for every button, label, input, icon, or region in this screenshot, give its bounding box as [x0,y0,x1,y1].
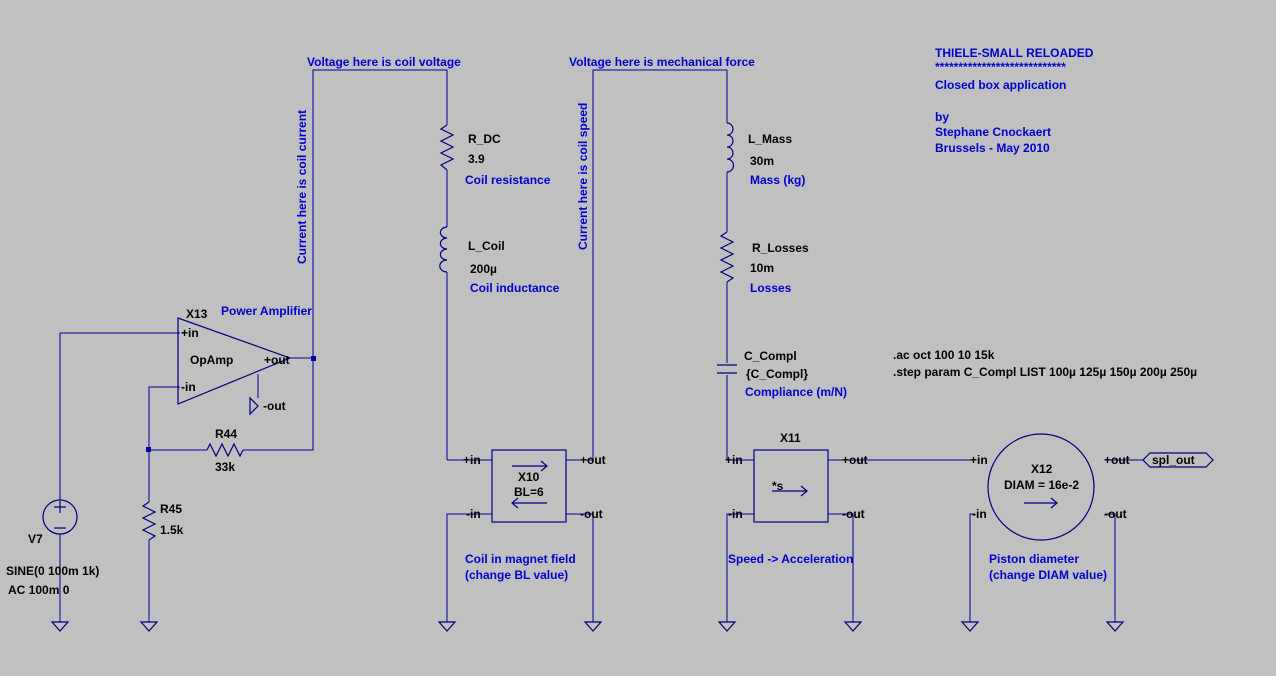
subtitle: Closed box application [935,78,1066,92]
ground-symbol [437,621,457,632]
c-compl-value: {C_Compl} [746,367,808,381]
x10-pin-out-n: -out [580,507,603,521]
compliance-label: Compliance (m/N) [745,385,847,399]
junction-dot [146,447,151,452]
ground-symbol [717,621,737,632]
l-coil-value: 200µ [470,262,497,276]
block-x12[interactable] [987,433,1095,541]
r44-name: R44 [215,427,237,441]
x12-pin-out-n: -out [1104,507,1127,521]
place-date: Brussels - May 2010 [935,141,1050,155]
x13-name: X13 [186,307,208,321]
coil-voltage-annotation: Voltage here is coil voltage [307,55,461,69]
l-mass-name: L_Mass [748,132,792,146]
v7-value2: AC 100m 0 [8,583,70,597]
block-x10[interactable] [491,449,567,523]
ground-symbol [960,621,980,632]
junction-dot [311,356,316,361]
x10-pin-in-n: -in [466,507,481,521]
x12-param: DIAM = 16e-2 [1004,478,1079,492]
x10-name: X10 [518,470,540,484]
ground-symbol [583,621,603,632]
mech-force-annotation: Voltage here is mechanical force [569,55,755,69]
inductor-l-mass[interactable] [726,122,735,173]
r-dc-value: 3.9 [468,152,485,166]
v7-value1: SINE(0 100m 1k) [6,564,99,578]
ground-symbol [50,621,70,632]
title: THIELE-SMALL RELOADED [935,46,1094,60]
power-amp-label: Power Amplifier [221,304,312,318]
x10-param: BL=6 [514,485,544,499]
r44-value: 33k [215,460,235,474]
step-directive[interactable]: .step param C_Compl LIST 100µ 125µ 150µ … [893,365,1197,379]
net-label-text: spl_out [1152,453,1195,467]
l-coil-name: L_Coil [468,239,505,253]
resistor-r-losses[interactable] [719,231,735,283]
r-dc-name: R_DC [468,132,501,146]
r-losses-name: R_Losses [752,241,809,255]
coil-speed-annotation: Current here is coil speed [576,103,590,250]
magnet-label-1: Coil in magnet field [465,552,576,566]
x11-pin-out-p: +out [842,453,868,467]
ground-symbol [139,621,159,632]
speed-accel-label: Speed -> Acceleration [728,552,853,566]
mass-label: Mass (kg) [750,173,805,187]
author: Stephane Cnockaert [935,125,1051,139]
x12-pin-in-n: -in [972,507,987,521]
x11-name: X11 [780,431,801,445]
coil-current-annotation: Current here is coil current [295,110,309,264]
x13-pin-out-n: -out [263,399,286,413]
coil-resistance-label: Coil resistance [465,173,551,187]
voltage-source-v7[interactable] [42,499,78,535]
resistor-r-dc[interactable] [439,124,455,171]
x11-pin-in-p: +in [725,453,743,467]
ground-symbol [249,396,259,416]
x12-pin-out-p: +out [1104,453,1130,467]
x13-pin-in-n: -in [181,380,196,394]
resistor-r44[interactable] [206,442,244,458]
r45-value: 1.5k [160,523,184,537]
r45-name: R45 [160,502,182,516]
ground-symbol [843,621,863,632]
piston-label-1: Piston diameter [989,552,1079,566]
x12-name: X12 [1031,462,1053,476]
by-label: by [935,110,949,124]
x10-pin-out-p: +out [580,453,606,467]
x11-pin-out-n: -out [842,507,865,521]
x13-type: OpAmp [190,353,233,367]
x12-pin-in-p: +in [970,453,988,467]
c-compl-name: C_Compl [744,349,797,363]
ground-symbol [1105,621,1125,632]
piston-label-2: (change DIAM value) [989,568,1107,582]
opamp-x13[interactable] [177,317,292,405]
v7-name: V7 [28,532,43,546]
l-mass-value: 30m [750,154,774,168]
magnet-label-2: (change BL value) [465,568,568,582]
title-stars: **************************** [935,60,1066,74]
x11-param: *s [772,479,784,493]
wires [59,69,1143,622]
x10-pin-in-p: +in [463,453,481,467]
losses-label: Losses [750,281,792,295]
capacitor-c-compl[interactable] [717,364,737,374]
block-x11[interactable] [753,449,829,523]
resistor-r45[interactable] [141,501,157,541]
inductor-l-coil[interactable] [439,226,448,273]
coil-inductance-label: Coil inductance [470,281,560,295]
r-losses-value: 10m [750,261,774,275]
ac-directive[interactable]: .ac oct 100 10 15k [893,348,995,362]
x11-pin-in-n: -in [728,507,743,521]
net-label-spl-out[interactable] [1142,452,1214,468]
x13-pin-in-p: +in [181,326,199,340]
x13-pin-out-p: +out [264,353,290,367]
